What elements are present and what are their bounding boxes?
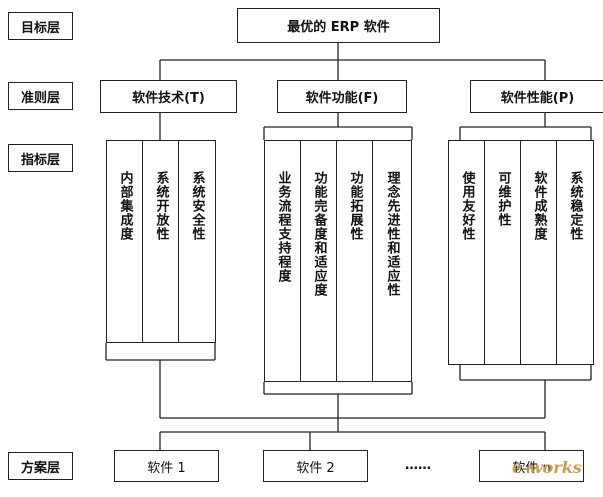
scheme-software-1: 软件 1 [114,450,219,482]
indicator-label: 可维护性 [495,171,511,227]
indicator-column: 使用友好性 [448,140,486,365]
indicator-column: 系统稳定性 [556,140,594,365]
indicator-label: 系统稳定性 [567,171,583,241]
layer-label-scheme: 方案层 [8,452,73,480]
indicator-column: 业务流程支持程度 [264,140,302,382]
indicator-column: 内部集成度 [106,140,144,343]
indicator-column: 系统安全性 [178,140,216,343]
criterion-performance: 软件性能(P) [470,80,603,113]
indicator-label: 使用友好性 [459,171,475,241]
watermark-logo: e-works [512,458,582,477]
layer-label-criteria: 准则层 [8,82,73,110]
scheme-software-2: 软件 2 [263,450,368,482]
indicator-column: 理念先进性和适应性 [372,140,412,382]
criterion-function: 软件功能(F) [277,80,407,113]
goal-box: 最优的 ERP 软件 [237,8,440,43]
indicator-column: 软件成熟度 [520,140,558,365]
indicator-column: 功能完备度和适应度 [300,140,338,382]
indicator-column: 可维护性 [484,140,522,365]
layer-label-goal: 目标层 [8,12,73,40]
indicator-label: 系统安全性 [189,171,205,241]
indicator-label: 业务流程支持程度 [275,171,291,283]
indicator-label: 系统开放性 [153,171,169,241]
scheme-software-n: 软件 n [479,450,584,482]
indicator-label: 理念先进性和适应性 [384,171,400,297]
criterion-technology: 软件技术(T) [100,80,237,113]
indicator-label: 软件成熟度 [531,171,547,241]
indicator-label: 功能拓展性 [347,171,363,241]
indicator-label: 功能完备度和适应度 [311,171,327,297]
indicator-column: 功能拓展性 [336,140,374,382]
ellipsis-text: …… [405,458,431,473]
indicator-column: 系统开放性 [142,140,180,343]
indicator-label: 内部集成度 [117,171,133,241]
layer-label-indicator: 指标层 [8,144,73,172]
